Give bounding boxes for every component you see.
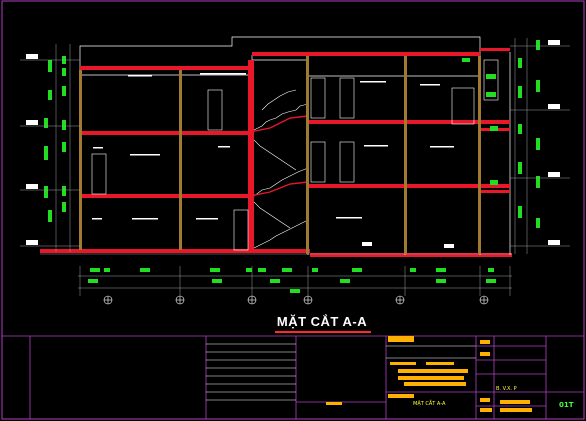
window-3f bbox=[451, 87, 475, 125]
title-block bbox=[2, 335, 584, 419]
door-2f-left bbox=[91, 153, 107, 195]
level-markers-left bbox=[44, 56, 66, 222]
ground-slab-right bbox=[310, 253, 512, 257]
level-markers-right bbox=[462, 40, 540, 228]
title-block-grid bbox=[2, 335, 584, 419]
door-3f-right bbox=[339, 77, 355, 119]
columns bbox=[79, 56, 481, 254]
stair-landings bbox=[249, 115, 309, 197]
grid-bubble-4 bbox=[303, 295, 313, 305]
roof-slab-right bbox=[252, 52, 480, 56]
grid-bubble-5 bbox=[395, 295, 405, 305]
elevation-tags bbox=[26, 40, 560, 248]
third-floor-slab-left bbox=[80, 131, 250, 135]
parapet-slab bbox=[480, 48, 510, 51]
stair-flights bbox=[253, 89, 309, 249]
section-view bbox=[20, 36, 570, 305]
title-block-lines bbox=[206, 343, 476, 401]
door-3f-left bbox=[207, 89, 223, 131]
balcony-slab-lower bbox=[480, 190, 510, 193]
room-label-bars bbox=[92, 73, 454, 220]
designer-code-label: B. V.X. P bbox=[496, 386, 517, 392]
stair-wall bbox=[248, 60, 254, 250]
title-block-fields bbox=[326, 336, 532, 412]
vertical-dimensions bbox=[20, 38, 570, 254]
door-2f-right bbox=[339, 141, 355, 183]
ground-slab-left bbox=[40, 249, 310, 253]
sheet-title-label: MẶT CẮT A-A bbox=[413, 401, 446, 407]
grid-bubble-1 bbox=[103, 295, 113, 305]
door-3f-mid bbox=[310, 77, 326, 119]
second-floor-slab-left bbox=[80, 194, 250, 198]
floor-slabs bbox=[80, 48, 510, 250]
door-openings bbox=[91, 59, 499, 251]
grid-bubble-6 bbox=[479, 295, 489, 305]
door-2f-mid bbox=[310, 141, 326, 183]
dimension-values bbox=[88, 268, 496, 293]
third-floor-slab-right bbox=[308, 120, 510, 124]
window-parapet bbox=[483, 59, 499, 101]
door-1f-stair bbox=[233, 209, 249, 251]
roof-slab-left bbox=[80, 66, 252, 70]
second-floor-slab-right bbox=[308, 184, 510, 188]
grid-bubbles bbox=[103, 295, 489, 305]
grid-bubble-2 bbox=[175, 295, 185, 305]
sheet-code-label: 01T bbox=[559, 401, 574, 409]
drawing-title: MẶT CẮT A-A bbox=[276, 314, 368, 329]
grid-bubble-3 bbox=[247, 295, 257, 305]
drawing-title-underline bbox=[275, 331, 371, 333]
